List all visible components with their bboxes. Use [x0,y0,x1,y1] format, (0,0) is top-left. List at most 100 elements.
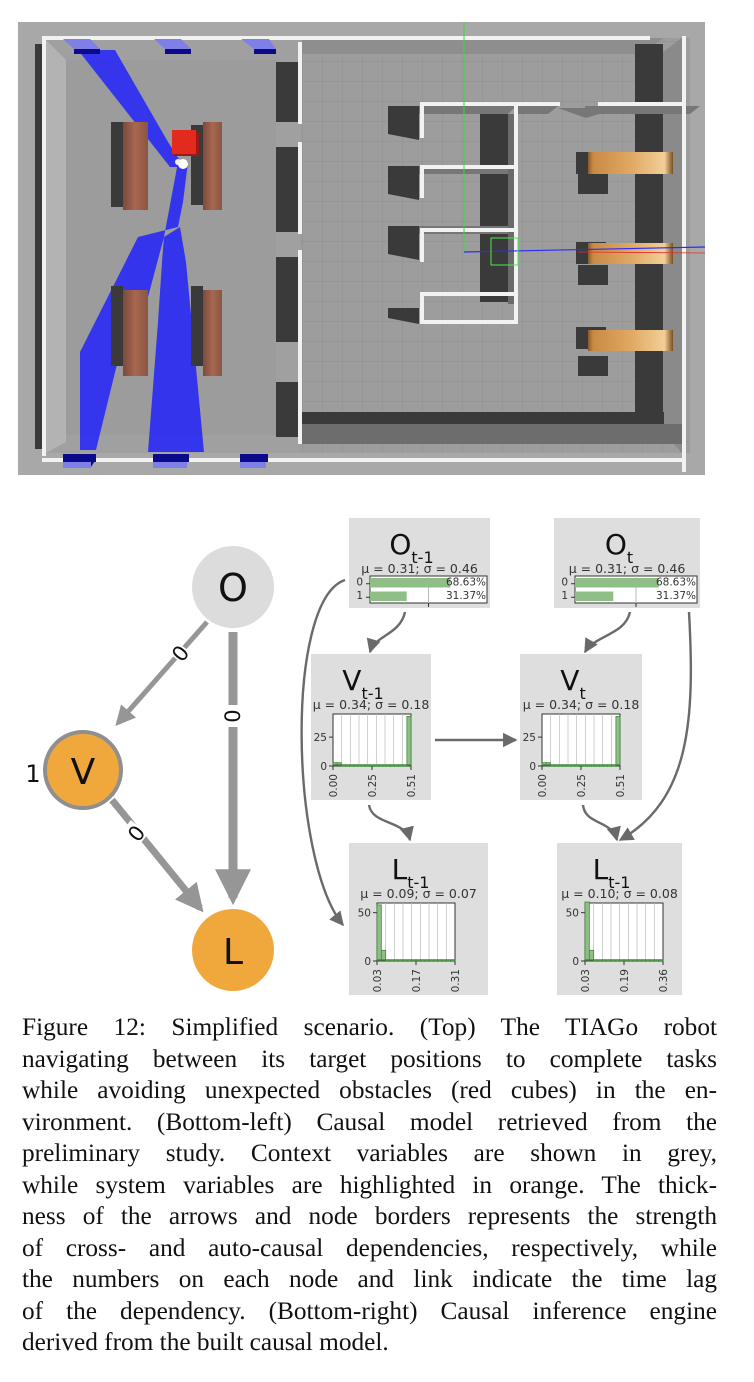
y-tick-label: 0 [320,761,327,773]
edge-V-L [109,797,204,913]
link-V_t-to-L_t-1_right [581,804,621,842]
figure-caption: Figure 12: Simplified scenario. (Top) Th… [22,1012,717,1359]
svg-text:V: V [71,752,96,793]
caption-line: vironment. (Bottom-left) Causal model re… [22,1107,717,1136]
hist-bar [376,904,382,961]
panel-title-subscript: t-1 [407,873,429,892]
caption-line: derived from the built causal model. [22,1328,389,1356]
hist-bar [588,949,595,961]
link-O_t-1-to-L_t-1_left [300,578,346,927]
link-O_t-1-to-V_t-1 [366,611,407,654]
caption-line: while system variables are highlighted i… [22,1170,717,1199]
panel-stats: μ = 0.34; σ = 0.18 [313,697,430,712]
walls [42,36,686,472]
node-O: O [192,546,274,628]
hist-bar [406,716,412,766]
hist-plot-area [541,713,621,767]
caption-line: preliminary study. Context variables are… [22,1139,717,1167]
caption-line: ness of the arrows and node borders repr… [22,1202,717,1230]
causal-model: 0 0 0 O V 1 L [25,546,274,991]
probability-label: 31.37% [656,590,696,602]
y-tick-label: 0 [529,761,536,773]
y-tick-label: 0 [364,956,371,968]
x-tick-label: 0.17 [411,969,423,992]
north-wall-face [302,38,663,54]
category-tick-label: 1 [561,590,568,602]
outer-shadow [35,44,44,449]
divider-shadows [276,62,300,437]
category-tick-label: 0 [356,577,363,589]
x-tick-label: 0.51 [406,774,418,797]
left-wall-face [44,38,66,454]
x-tick-label: 0.25 [576,774,588,797]
hist-bar [584,901,590,961]
panel-title-subscript: t [579,684,585,703]
panel-stats: μ = 0.09; σ = 0.07 [360,886,477,901]
panel-title-subscript: t [627,548,633,567]
link-O_t-to-L_t-1_right [618,611,693,842]
red-cube-obstacle [172,130,199,156]
x-tick-label: 0.31 [450,969,462,992]
panel-stats: μ = 0.31; σ = 0.46 [569,561,686,576]
x-tick-label: 0.51 [615,774,627,797]
svg-text:O: O [218,566,248,610]
y-tick-label: 25 [523,732,536,744]
east-shadow [635,44,663,424]
y-tick-label: 50 [566,908,579,920]
category-tick-label: 0 [561,577,568,589]
wooden-shelves [576,152,673,351]
x-tick-label: 0.19 [619,969,631,992]
panel-stats: μ = 0.10; σ = 0.08 [561,886,678,901]
x-tick-label: 0.03 [580,969,592,992]
panel-stats: μ = 0.34; σ = 0.18 [523,697,640,712]
causal-figure: 0 0 0 O V 1 L Ot-1μ = 0.31; σ = 0.4668.6… [25,518,700,995]
panel-title-subscript: t-1 [411,548,433,567]
caption-line: navigating between its target positions … [22,1044,717,1073]
south-shadow [300,412,664,424]
category-tick-label: 1 [356,590,363,602]
node-V-self-lag: 1 [25,760,40,788]
x-tick-label: 0.00 [328,774,340,797]
caption-line: of cross- and auto-causal dependencies, … [22,1233,717,1262]
stations-top [63,39,276,54]
x-tick-label: 0.03 [372,969,384,992]
probability-bar [575,591,614,601]
tiago-robot [175,159,188,169]
y-tick-label: 50 [358,908,371,920]
y-tick-label: 25 [314,732,327,744]
hist-plot-area [332,713,412,767]
brick-obstacles [111,122,222,376]
hist-plot-area [584,902,664,962]
hist-plot-area [376,902,456,962]
probability-label: 68.63% [656,577,696,589]
hist-bar [615,716,621,766]
link-O_t-to-V_t [583,611,632,654]
caption-line: Figure 12: Simplified scenario. (Top) Th… [22,1013,717,1041]
node-L: L [192,909,274,991]
caption-line: while avoiding unexpected obstacles (red… [22,1076,717,1104]
inference-engine: Ot-1μ = 0.31; σ = 0.4668.63%031.37%1Otμ … [300,518,700,995]
simulation-view [18,22,705,475]
south-wall-face [300,424,685,444]
probability-bar [370,578,451,588]
probability-label: 68.63% [446,577,486,589]
panel-stats: μ = 0.31; σ = 0.46 [361,561,478,576]
panel-title-subscript: t-1 [361,684,383,703]
shelf-shadows [388,106,608,376]
edge-O-V [115,620,209,727]
hist-bar [380,949,387,961]
edge-lag-label-O-L: 0 [221,705,245,727]
svg-text:L: L [223,932,243,973]
caption-line: the numbers on each node and link indica… [22,1265,717,1293]
svg-text:0: 0 [221,709,245,722]
probability-label: 31.37% [446,590,486,602]
x-tick-label: 0.00 [537,774,549,797]
probability-bar [575,578,659,588]
panel-title-subscript: t-1 [608,873,630,892]
